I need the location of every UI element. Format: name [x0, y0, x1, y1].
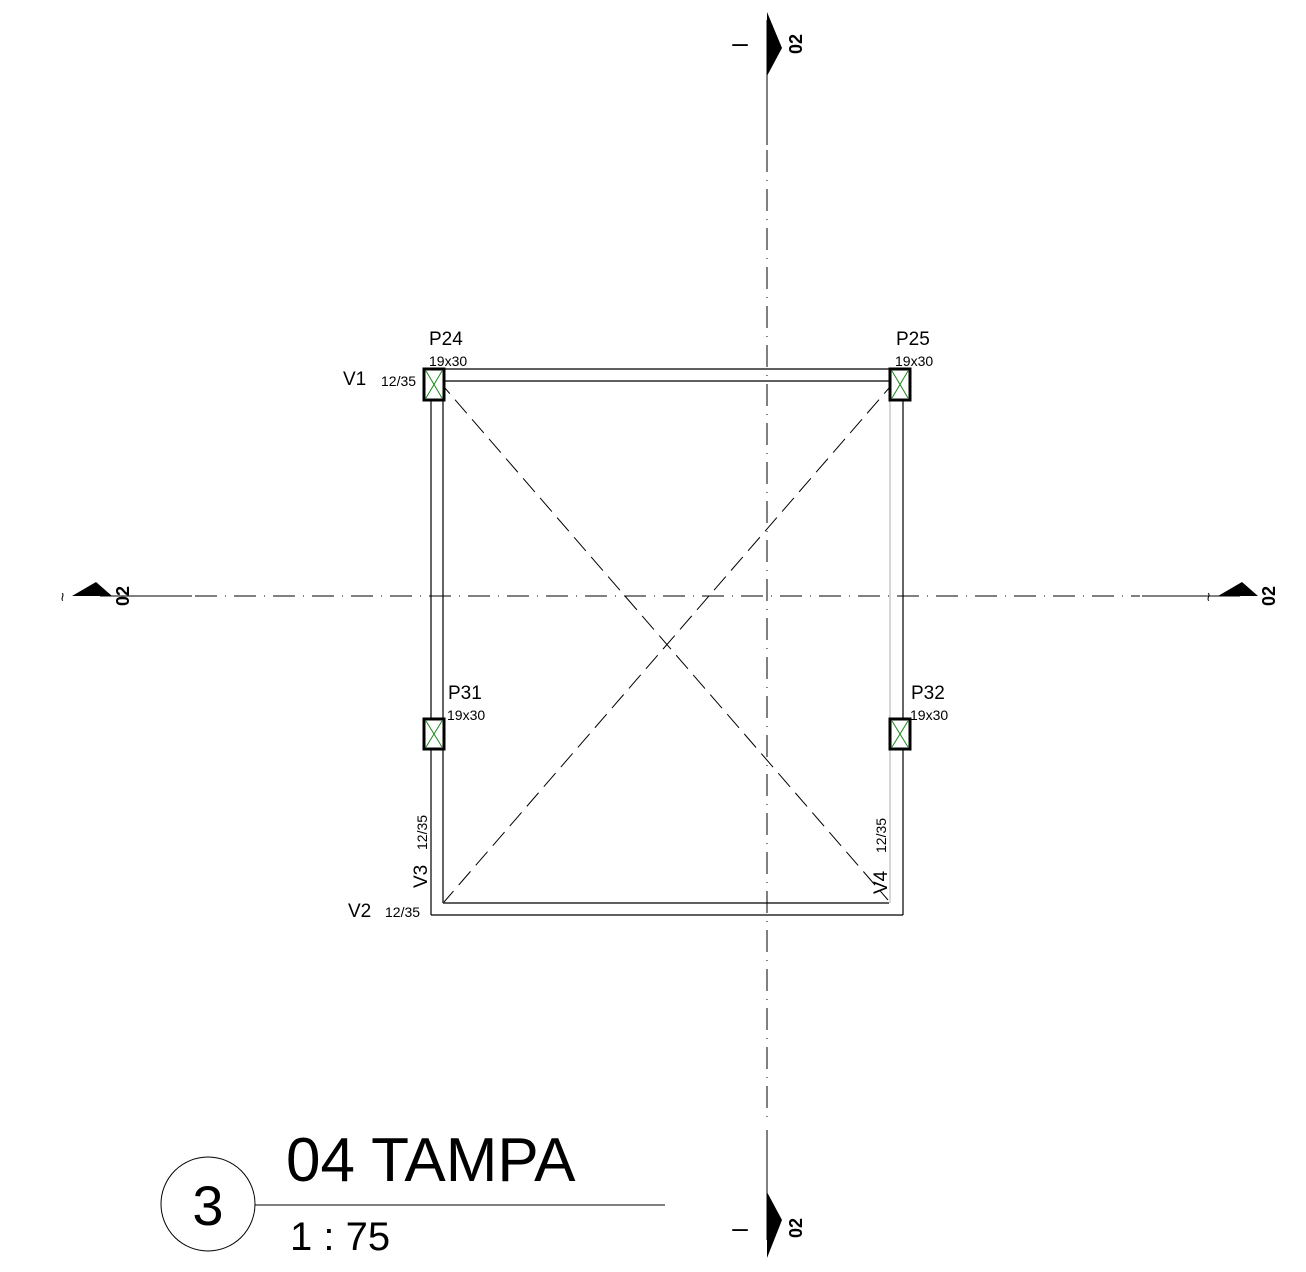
- column-p31[interactable]: [422, 717, 446, 751]
- section-marker-top[interactable]: – 02: [732, 12, 806, 76]
- column-p32-cross-b: [891, 720, 909, 748]
- beam-v4-label: V4: [871, 870, 892, 894]
- slab-diagonal-1: [437, 379, 889, 901]
- column-p31-cross-b: [425, 720, 443, 748]
- section-marker-right-label: 02: [1259, 586, 1279, 606]
- section-arrow-right: [1218, 582, 1258, 596]
- column-p24-size: 19x30: [429, 353, 467, 369]
- column-p24[interactable]: [422, 367, 446, 402]
- drawing-scale: 1 : 75: [290, 1215, 390, 1259]
- section-marker-bottom-dash: –: [732, 1212, 748, 1243]
- beam-v4-size: 12/35: [873, 818, 889, 853]
- section-marker-right[interactable]: ~ 02: [1201, 582, 1279, 606]
- section-marker-bottom[interactable]: – 02: [732, 1192, 806, 1258]
- beams: [430, 368, 904, 916]
- column-p32[interactable]: [888, 717, 912, 751]
- column-p24-cross-b: [425, 370, 443, 399]
- section-marker-top-label: 02: [786, 34, 806, 54]
- column-p32-size: 19x30: [910, 707, 948, 723]
- section-arrow-bottom: [767, 1192, 782, 1258]
- view-title-block: 3 04 TAMPA 1 : 75: [160, 1126, 665, 1259]
- column-p25-size: 19x30: [895, 353, 933, 369]
- column-p32-label: P32: [911, 683, 945, 704]
- section-arrow-top: [767, 12, 782, 76]
- drawing-title: 04 TAMPA: [286, 1126, 576, 1195]
- beam-v1-label: V1: [343, 369, 366, 390]
- slab-diagonal-2: [443, 379, 897, 903]
- column-p31-size: 19x30: [447, 707, 485, 723]
- beam-v3-size: 12/35: [414, 815, 430, 850]
- slab-diagonals: [437, 379, 897, 903]
- section-marker-left-tick: ~: [55, 592, 72, 601]
- column-p31-label: P31: [448, 683, 482, 704]
- column-p25[interactable]: [888, 367, 912, 402]
- section-marker-right-tick: ~: [1201, 592, 1218, 601]
- view-number-circle: [160, 1156, 256, 1252]
- section-marker-top-dash: –: [732, 27, 748, 58]
- beam-v2-label: V2: [348, 901, 371, 922]
- beam-v3-label: V3: [411, 865, 432, 888]
- section-marker-bottom-label: 02: [786, 1218, 806, 1238]
- beam-v2-size: 12/35: [385, 904, 420, 920]
- section-marker-left-label: 02: [113, 586, 133, 606]
- column-p25-cross-b: [891, 370, 909, 399]
- view-number: 3: [192, 1174, 223, 1237]
- beam-v1-size: 12/35: [381, 373, 416, 389]
- column-p25-label: P25: [896, 329, 930, 350]
- column-p24-label: P24: [429, 329, 463, 350]
- section-lines: [100, 20, 1240, 1240]
- section-arrow-left: [72, 582, 112, 596]
- section-marker-left[interactable]: ~ 02: [55, 582, 133, 606]
